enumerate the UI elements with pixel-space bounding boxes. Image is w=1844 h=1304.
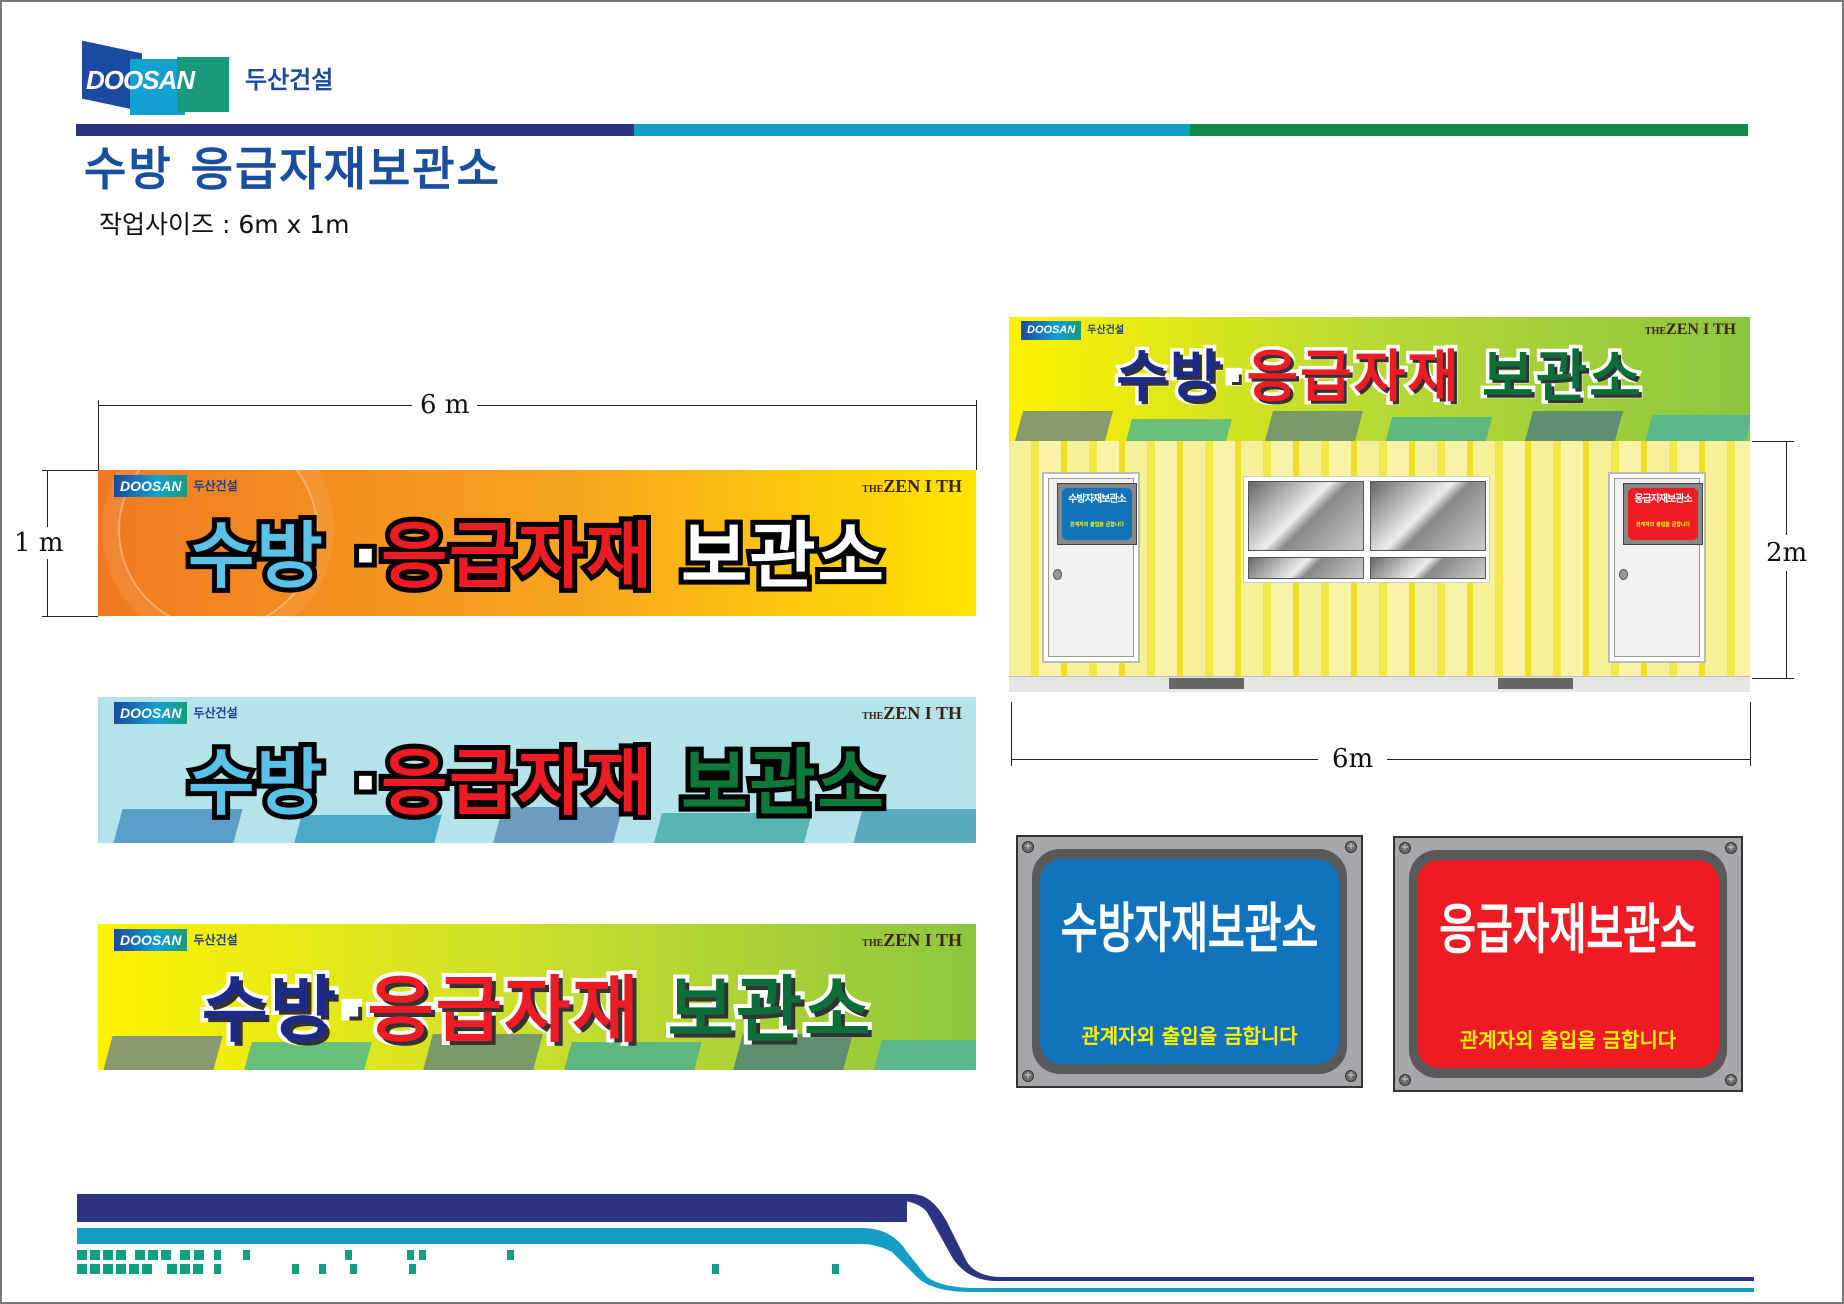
door-knob: [1619, 569, 1628, 580]
banner-headline: 수방 ·응급자재 보관소: [183, 511, 889, 601]
dim-tick: [42, 616, 98, 617]
container-width-label: 6m: [1318, 743, 1388, 775]
screw-icon: +: [1022, 841, 1034, 853]
screw-icon: +: [1725, 842, 1737, 854]
dim-tick: [42, 470, 98, 471]
zenith-logo: THEZEN I TH: [862, 930, 962, 950]
doosan-logo: DOOSAN: [82, 40, 232, 117]
sign-warning: 관계자외 출입을 금합니다: [1081, 1024, 1298, 1048]
stripe-cyan: [634, 124, 1190, 136]
screw-icon: +: [1022, 1070, 1034, 1082]
banner-headline: 수방·응급자재 보관소: [198, 966, 875, 1054]
door-knob: [1053, 569, 1062, 580]
base-slot: [1169, 678, 1244, 689]
sign-title: 수방자재보관소: [1060, 898, 1319, 961]
screw-icon: +: [1399, 842, 1411, 854]
screw-icon: +: [1345, 1070, 1357, 1082]
dim-tick: [1011, 702, 1012, 766]
dim-tick: [1752, 441, 1794, 442]
dim-tick: [976, 400, 977, 470]
sign-warning: 관계자외 출입을 금합니다: [1459, 1028, 1677, 1052]
sign-title: 응급자재보관소: [1439, 899, 1697, 962]
page-title: 수방 응급자재보관소: [84, 142, 501, 196]
stripe-navy: [76, 124, 634, 136]
work-size: 작업사이즈 : 6m x 1m: [99, 210, 350, 239]
zenith-logo: THEZEN I TH: [862, 476, 962, 496]
container-headline: 수방·응급자재 보관소: [1113, 343, 1644, 412]
container-base: [1009, 676, 1750, 692]
banner-headline: 수방 ·응급자재 보관소: [183, 738, 889, 828]
window: [1243, 476, 1490, 583]
dim-tick: [1750, 702, 1751, 766]
shapes-decoration: [1009, 407, 1750, 441]
company-name: 두산건설: [245, 66, 334, 94]
screw-icon: +: [1725, 1074, 1737, 1086]
base-slot: [1498, 678, 1573, 689]
banner-height-label: 1 m: [10, 527, 68, 559]
footer-wave-decoration: [77, 1194, 1754, 1292]
dim-tick: [98, 400, 99, 470]
screw-icon: +: [1399, 1074, 1411, 1086]
width-dimension-line: [98, 405, 976, 406]
container-height-label: 2m: [1764, 535, 1810, 571]
screw-icon: +: [1345, 841, 1357, 853]
logo-text: DOOSAN: [86, 65, 195, 95]
zenith-logo: THEZEN I TH: [862, 703, 962, 723]
swirl-decoration: [118, 470, 318, 616]
banner-width-label: 6 m: [412, 389, 478, 421]
dim-tick: [1752, 678, 1794, 679]
zenith-logo: THEZEN I TH: [1644, 321, 1736, 338]
stripe-green: [1190, 124, 1748, 136]
